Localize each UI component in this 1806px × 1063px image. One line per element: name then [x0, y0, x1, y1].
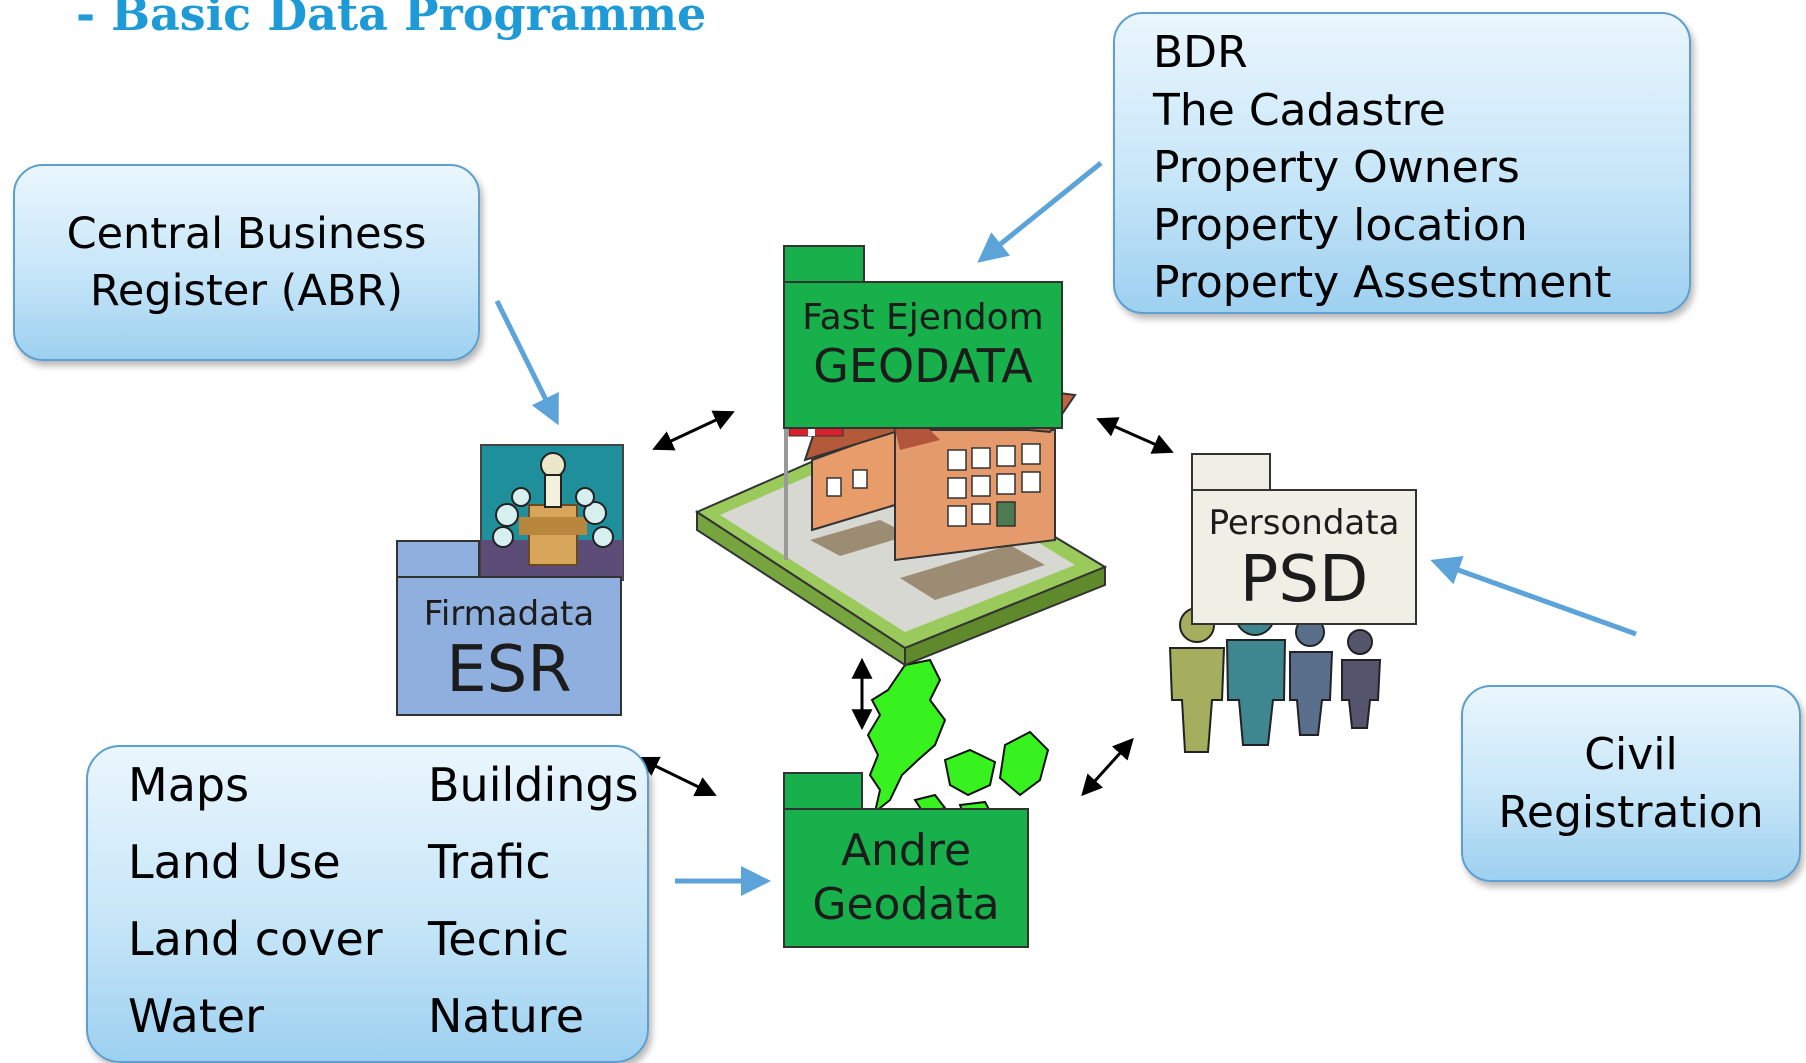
denmark-map-illustration	[866, 658, 1050, 820]
people-illustration	[1168, 596, 1382, 753]
callout-line: Property location	[1153, 199, 1528, 251]
callout-line: Central Business	[66, 208, 427, 259]
folder-tab	[783, 245, 865, 285]
folder-code: ESR	[446, 633, 572, 707]
callout-line: Civil	[1584, 728, 1678, 780]
data-type-item: Water	[128, 989, 264, 1043]
page-title: - Basic Data Programme	[76, 0, 707, 41]
folder-body: Andre Geodata	[783, 808, 1029, 948]
folder-body: Firmadata ESR	[396, 576, 622, 716]
callout-line: BDR	[1153, 27, 1248, 78]
callout-line: Register (ABR)	[89, 265, 404, 316]
folder-psd: Persondata PSD	[1191, 453, 1417, 625]
relation-esr-geodata	[652, 410, 735, 451]
folder-label: Persondata	[1208, 503, 1400, 543]
folder-tab	[783, 772, 863, 812]
folder-code: Geodata	[812, 879, 1000, 930]
relation-arrows	[637, 410, 1174, 797]
data-type-item: Maps	[128, 758, 250, 812]
data-type-item: Land cover	[128, 912, 383, 966]
folder-body: Fast Ejendom GEODATA	[783, 281, 1063, 429]
callout-line: Property Owners	[1153, 142, 1520, 193]
folder-tab	[396, 540, 480, 580]
arrow-bdr-to-geodata	[977, 161, 1103, 263]
folder-code: GEODATA	[813, 339, 1033, 393]
arrow-civil-to-psd	[1430, 556, 1637, 637]
callout-map-data-types: Maps Land Use Land cover Water Buildings…	[86, 745, 649, 1063]
folder-label: Andre	[840, 825, 972, 876]
callout-line: The Cadastre	[1153, 84, 1446, 136]
data-type-item: Trafic	[428, 835, 551, 889]
data-type-item: Land Use	[128, 835, 341, 889]
callout-civil-registration: Civil Registration	[1461, 685, 1801, 882]
callout-bdr: BDR The Cadastre Property Owners Propert…	[1113, 12, 1691, 314]
pointer-arrows	[494, 161, 1637, 896]
esr-illustration	[480, 444, 624, 581]
folder-tab	[1191, 453, 1271, 493]
relation-maps-andre	[637, 756, 717, 797]
folder-geodata: Fast Ejendom GEODATA	[783, 245, 1063, 429]
relation-andre-psd	[1081, 737, 1134, 797]
callout-central-business-register: Central Business Register (ABR)	[13, 164, 480, 361]
data-type-item: Tecnic	[428, 912, 570, 966]
folder-label: Fast Ejendom	[802, 297, 1044, 338]
folder-esr: Firmadata ESR	[396, 540, 622, 716]
arrow-abr-to-esr	[494, 299, 559, 426]
data-type-item: Nature	[428, 989, 584, 1043]
folder-label: Firmadata	[423, 594, 595, 634]
folder-code: PSD	[1239, 543, 1369, 617]
relation-geodata-psd	[1096, 417, 1174, 454]
callout-line: Registration	[1498, 786, 1764, 838]
data-type-item: Buildings	[428, 758, 639, 812]
folder-andre: Andre Geodata	[783, 772, 1029, 948]
callout-line: Property Assestment	[1153, 257, 1612, 308]
folder-body: Persondata PSD	[1191, 489, 1417, 625]
